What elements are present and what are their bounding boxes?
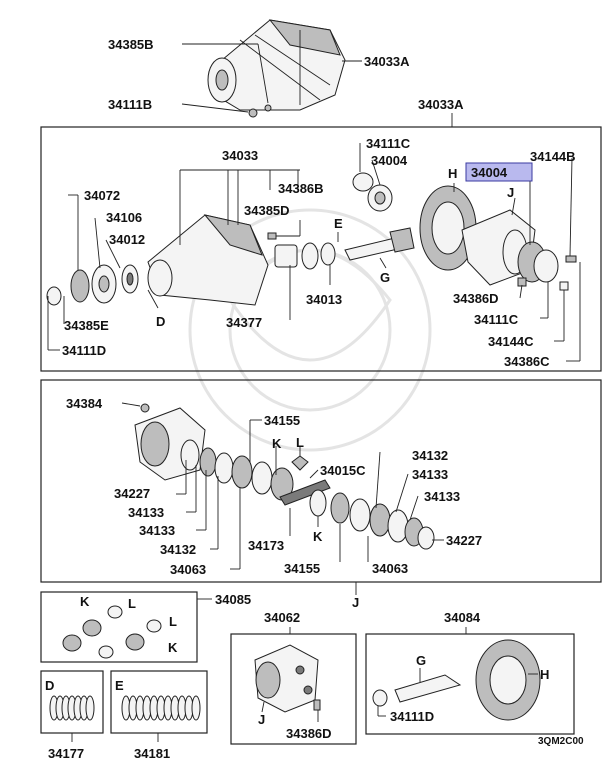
label-34111C-top: 34111C [366, 136, 411, 151]
letter-G-top: G [380, 270, 390, 285]
letter-L-b1: L [128, 596, 136, 611]
label-34173: 34173 [248, 538, 284, 553]
label-34015C: 34015C [320, 463, 366, 478]
label-34063-a: 34063 [170, 562, 206, 577]
label-34227-b: 34227 [446, 533, 482, 548]
label-34384: 34384 [66, 396, 103, 411]
label-34133-c: 34133 [128, 505, 164, 520]
letter-E-b: E [115, 678, 124, 693]
label-34033: 34033 [222, 148, 258, 163]
label-34386C: 34386C [504, 354, 550, 369]
label-34111D-bottom: 34111D [390, 709, 434, 724]
letter-D-b: D [45, 678, 54, 693]
frame2-illustrations [134, 403, 435, 550]
label-34062: 34062 [264, 610, 300, 625]
letter-J-b: J [258, 712, 265, 727]
letter-J-mid: J [352, 595, 359, 610]
frame1-illustrations [46, 172, 577, 306]
label-34012: 34012 [109, 232, 145, 247]
highlight-34004 [465, 162, 533, 182]
frame-ring-pinion-set [365, 633, 575, 735]
letter-K-mid2: K [313, 529, 323, 544]
label-34072: 34072 [84, 188, 120, 203]
differential-case-illustration [254, 644, 321, 713]
letter-G-b: G [416, 653, 426, 668]
label-34377: 34377 [226, 315, 262, 330]
label-34033A-top: 34033A [364, 54, 410, 69]
frame-pinion-gears [40, 591, 198, 663]
label-34155-b: 34155 [284, 561, 320, 576]
letter-J-top: J [507, 185, 514, 200]
letter-K-mid1: K [272, 436, 282, 451]
label-34144B: 34144B [530, 149, 576, 164]
label-34132-a: 34132 [412, 448, 448, 463]
frame-carrier-components [40, 126, 602, 372]
label-34386B: 34386B [278, 181, 324, 196]
label-34004-highlighted[interactable]: 34004 [471, 165, 508, 180]
spring-34181-illustration [121, 695, 201, 721]
letter-L-mid: L [296, 435, 304, 450]
label-34004-a: 34004 [371, 153, 408, 168]
label-34385D: 34385D [244, 203, 290, 218]
label-34386D-top: 34386D [453, 291, 499, 306]
label-34084: 34084 [444, 610, 481, 625]
label-34133-b: 34133 [424, 489, 460, 504]
letter-H-top: H [448, 166, 457, 181]
diagram-code: 3QM2C00 [538, 736, 584, 747]
spring-34177-illustration [49, 695, 95, 721]
label-34385E: 34385E [64, 318, 109, 333]
label-34386D-bottom: 34386D [286, 726, 332, 741]
letter-H-b: H [540, 667, 549, 682]
label-34133-a: 34133 [412, 467, 448, 482]
letter-D-top: D [156, 314, 165, 329]
label-34085: 34085 [215, 592, 251, 607]
label-34144C: 34144C [488, 334, 534, 349]
carrier-assembly-illustration [207, 19, 346, 118]
letter-L-b2: L [169, 614, 177, 629]
label-34133-d: 34133 [139, 523, 175, 538]
label-34132-b: 34132 [160, 542, 196, 557]
label-34385B: 34385B [108, 37, 154, 52]
label-34181: 34181 [134, 746, 170, 761]
letter-K-b2: K [168, 640, 178, 655]
label-34111B: 34111B [108, 97, 152, 112]
frame-differential-case [230, 633, 357, 745]
letter-K-b1: K [80, 594, 90, 609]
label-34227-a: 34227 [114, 486, 150, 501]
letter-E-top: E [334, 216, 343, 231]
label-34033A-frame: 34033A [418, 97, 464, 112]
label-34013: 34013 [306, 292, 342, 307]
frame-spring-34181 [110, 670, 208, 734]
label-34177: 34177 [48, 746, 84, 761]
frame-differential-internals [40, 379, 602, 583]
label-34063-b: 34063 [372, 561, 408, 576]
label-34155-a: 34155 [264, 413, 300, 428]
label-34111C-bottom: 34111C [474, 312, 519, 327]
label-34111D-top: 34111D [62, 343, 106, 358]
pinion-gears-illustration [62, 605, 162, 659]
ring-pinion-illustration [372, 639, 541, 721]
label-34106: 34106 [106, 210, 142, 225]
